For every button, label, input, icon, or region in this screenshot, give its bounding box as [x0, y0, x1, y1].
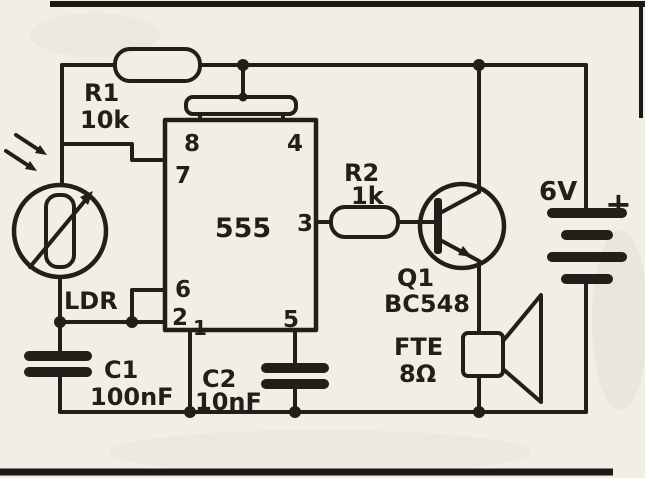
- q1-ref-label: Q1: [397, 264, 434, 292]
- emitter-arrowhead-icon: [458, 246, 472, 257]
- pin5-label: 5: [283, 307, 299, 333]
- c1-value-label: 100nF: [90, 383, 174, 411]
- ldr-arrowhead-icon: [80, 191, 93, 205]
- pin7-label: 7: [175, 163, 191, 189]
- transistor-q1: Q1 BC548: [384, 181, 507, 318]
- junction-dot: [473, 406, 485, 418]
- pin1-label: 1: [193, 316, 207, 340]
- junction-dot: [473, 59, 485, 71]
- collector-diagonal: [440, 190, 481, 214]
- battery-6v: 6V +: [539, 177, 632, 284]
- junction-dot: [54, 316, 66, 328]
- light-arrowhead-2-icon: [35, 145, 47, 155]
- junction-dot: [289, 406, 301, 418]
- capacitor-c2: C2 10nF: [195, 363, 329, 416]
- transistor-body-circle: [417, 181, 507, 271]
- resistor-r2-body: [329, 205, 400, 239]
- c2-value-label: 10nF: [195, 388, 262, 416]
- junction-dot: [238, 92, 248, 102]
- ldr-body-circle: [11, 182, 109, 280]
- ldr-sensor: LDR: [4, 133, 118, 315]
- pin3-label: 3: [297, 211, 313, 237]
- light-arrowhead-1-icon: [25, 161, 37, 171]
- r1-ref-label: R1: [84, 79, 119, 107]
- c2-ref-label: C2: [202, 365, 236, 393]
- junction-dots: [54, 59, 485, 418]
- pin7-wire: [60, 142, 167, 162]
- scan-smudge: [30, 13, 160, 57]
- pin4-label: 4: [287, 131, 303, 157]
- speaker-cone: [501, 293, 543, 404]
- r2-ref-label: R2: [344, 159, 379, 187]
- ic-555-body: [162, 117, 319, 333]
- c1-ref-label: C1: [104, 356, 138, 384]
- ldr-element: [44, 193, 76, 269]
- pin8-label: 8: [184, 131, 200, 157]
- speaker-ref-label: FTE: [394, 333, 443, 361]
- resistor-r1: R1 10k: [80, 47, 202, 134]
- ic-555: 8 4 7 555 3 6 2 1 5: [162, 95, 319, 340]
- r2-value-label: 1k: [351, 182, 385, 210]
- bridge-stubs: [198, 112, 285, 122]
- resistor-r1-body: [113, 47, 202, 83]
- junction-dot: [184, 406, 196, 418]
- junction-dot: [237, 59, 249, 71]
- pin2-pin6-wire: [58, 288, 167, 324]
- pin6-label: 6: [175, 277, 191, 303]
- resistor-r2: R2 1k: [329, 159, 400, 239]
- pin2-label: 2: [172, 305, 188, 331]
- r1-value-label: 10k: [80, 106, 130, 134]
- ic-555-label: 555: [215, 213, 271, 244]
- ldr-label: LDR: [64, 287, 118, 315]
- scan-smudge: [110, 430, 530, 474]
- speaker-impedance-label: 8Ω: [399, 360, 436, 388]
- transistor-base-bar: [434, 198, 442, 254]
- circuit-wires: [58, 63, 588, 414]
- battery-plus-label: +: [605, 185, 632, 223]
- battery-voltage-label: 6V: [539, 177, 577, 207]
- junction-dot: [126, 316, 138, 328]
- q1-value-label: BC548: [384, 290, 470, 318]
- capacitor-c1: C1 100nF: [24, 351, 174, 411]
- ldr-arrow-line: [28, 195, 90, 269]
- speaker-fte: FTE 8Ω: [394, 293, 543, 404]
